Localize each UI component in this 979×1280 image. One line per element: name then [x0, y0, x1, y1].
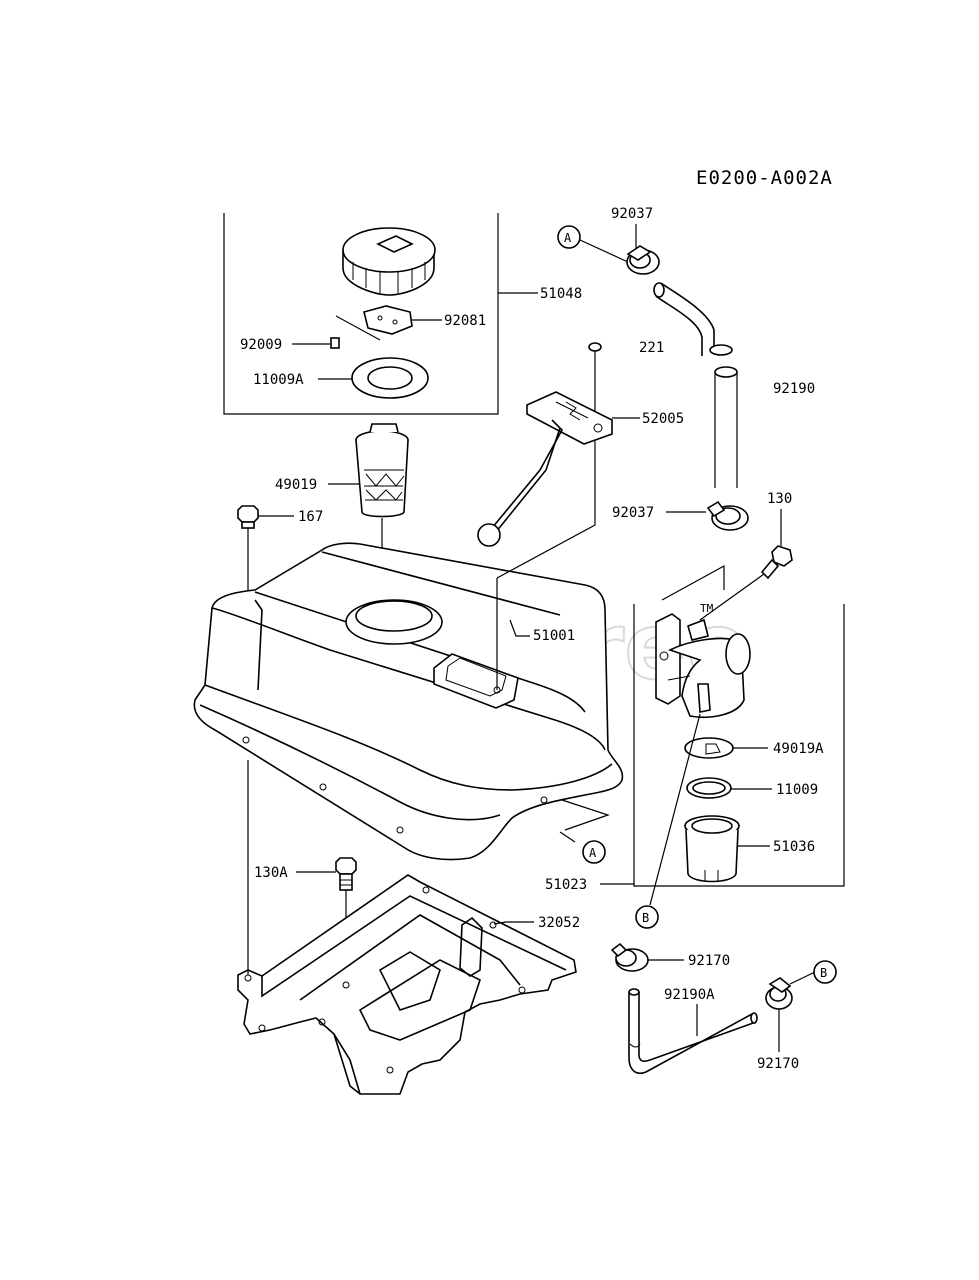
fuel-hose-92190A[interactable]	[628, 988, 758, 1074]
leader-callout-a-top	[579, 239, 629, 263]
sediment-cup-51036[interactable]	[684, 815, 740, 883]
hose-end-top	[653, 282, 665, 298]
tank-tray[interactable]	[237, 874, 577, 1095]
label-51001[interactable]: 51001	[533, 628, 575, 644]
o-ring-11009[interactable]	[686, 777, 732, 799]
bolt-130A[interactable]	[335, 857, 357, 891]
label-92170-left[interactable]: 92170	[688, 953, 730, 969]
label-51048[interactable]: 51048	[540, 286, 582, 302]
cap-assembly-bracket	[223, 213, 499, 415]
label-51036[interactable]: 51036	[773, 839, 815, 855]
callout-a-top-letter: A	[564, 231, 572, 245]
leader-callout-a-bottom	[559, 831, 576, 843]
bolt-167[interactable]	[237, 505, 259, 529]
valve-guide	[661, 564, 725, 601]
label-167[interactable]: 167	[298, 509, 323, 525]
label-49019[interactable]: 49019	[275, 477, 317, 493]
callout-a-bottom-line	[561, 799, 610, 831]
hose-clamp-92170-right[interactable]	[765, 977, 793, 1010]
leader-51001	[509, 619, 530, 637]
fuel-gauge[interactable]	[477, 391, 613, 547]
label-221[interactable]: 221	[639, 340, 664, 356]
leader-32052	[493, 921, 534, 925]
fuel-gauge-screw[interactable]	[588, 342, 602, 360]
label-92081[interactable]: 92081	[444, 313, 486, 329]
label-92037-top[interactable]: 92037	[611, 206, 653, 222]
fuel-cap[interactable]	[342, 227, 436, 296]
leader-callout-b-mid	[649, 713, 701, 906]
screw-guide	[699, 573, 765, 621]
callout-b-right-letter: B	[820, 966, 827, 980]
fuel-hose-bend-outer	[660, 282, 715, 352]
filter-gasket-49019A[interactable]	[684, 737, 734, 759]
fuel-filter-strainer[interactable]	[355, 423, 409, 518]
callout-a-bottom[interactable]	[582, 840, 606, 864]
label-51023[interactable]: 51023	[545, 877, 587, 893]
fuel-cock-group: 51023 130 49019A 11009	[545, 491, 845, 893]
callout-b-mid-letter: B	[642, 911, 649, 925]
rivet-guide-line	[335, 315, 381, 341]
gauge-guide-bend	[496, 440, 596, 579]
callout-a-bottom-letter: A	[589, 846, 597, 860]
label-11009[interactable]: 11009	[776, 782, 818, 798]
label-92190A[interactable]: 92190A	[664, 987, 715, 1003]
leader-callout-b-right	[789, 971, 816, 985]
hose-cut-top	[709, 344, 733, 356]
hose-clamp-top[interactable]	[626, 245, 660, 275]
label-49019A[interactable]: 49019A	[773, 741, 824, 757]
cap-plate[interactable]	[363, 305, 413, 335]
callout-a-top[interactable]	[557, 225, 581, 249]
screw-130[interactable]	[760, 545, 793, 580]
label-92009[interactable]: 92009	[240, 337, 282, 353]
callout-b-mid[interactable]	[635, 905, 659, 929]
fuel-hose-straight[interactable]	[714, 366, 738, 488]
hose-clamp-bottom[interactable]	[706, 500, 749, 531]
label-52005[interactable]: 52005	[642, 411, 684, 427]
fuel-cock-bracket	[633, 604, 845, 887]
fuel-cock-valve[interactable]	[655, 613, 751, 719]
cap-gasket[interactable]	[351, 357, 429, 399]
label-130[interactable]: 130	[767, 491, 792, 507]
fuel-tank[interactable]	[193, 542, 624, 861]
label-130A[interactable]: 130A	[254, 865, 288, 881]
label-92170-right[interactable]: 92170	[757, 1056, 799, 1072]
cap-assembly-group: 51048 92081 92009 11009A	[223, 213, 582, 415]
callout-b-right[interactable]	[813, 960, 837, 984]
rivet[interactable]	[330, 337, 340, 349]
label-92190[interactable]: 92190	[773, 381, 815, 397]
watermark-trademark: TM	[700, 602, 714, 615]
hose-clamp-92170-left[interactable]	[610, 942, 649, 972]
diagram-code: E0200-A002A	[696, 167, 833, 189]
label-11009A[interactable]: 11009A	[253, 372, 304, 388]
label-92037-bottom[interactable]: 92037	[612, 505, 654, 521]
fuel-hose-bend-inner	[655, 295, 703, 356]
label-32052[interactable]: 32052	[538, 915, 580, 931]
